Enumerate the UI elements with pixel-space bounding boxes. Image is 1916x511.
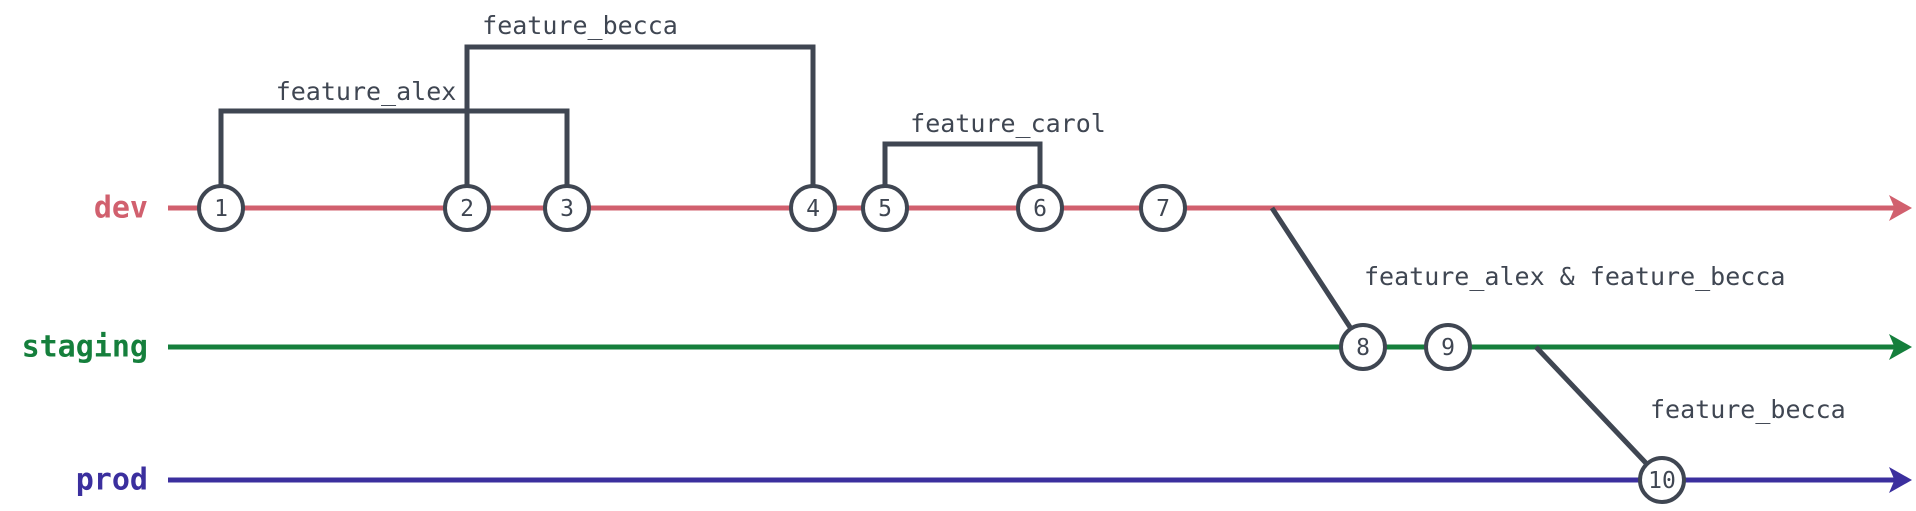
- feature-label-becca: feature_becca: [482, 11, 678, 40]
- feature-label-alex: feature_alex: [276, 77, 457, 106]
- merge-lines-group: [1269, 206, 1664, 482]
- commit-circle-7[interactable]: [1139, 184, 1187, 232]
- commit-node-1[interactable]: 1: [197, 184, 245, 232]
- commit-node-5[interactable]: 5: [861, 184, 909, 232]
- commit-number-10: 10: [1648, 468, 1676, 494]
- commit-node-3[interactable]: 3: [543, 184, 591, 232]
- commit-circle-5[interactable]: [861, 184, 909, 232]
- commit-number-4: 4: [806, 196, 820, 222]
- commit-circle-2[interactable]: [443, 184, 491, 232]
- branch-labels-group: dev staging prod: [22, 191, 148, 498]
- commit-number-1: 1: [214, 196, 228, 222]
- feature-labels-group: feature_alex feature_becca feature_carol: [276, 11, 1106, 138]
- branch-lines-group: [168, 195, 1912, 493]
- branch-label-prod: prod: [76, 463, 148, 498]
- commit-nodes-group: 1 2 3 4 5 6: [197, 184, 1686, 504]
- merge-label-dev-to-staging: feature_alex & feature_becca: [1364, 262, 1785, 291]
- commit-number-6: 6: [1033, 196, 1047, 222]
- commit-node-7[interactable]: 7: [1139, 184, 1187, 232]
- commit-circle-4[interactable]: [789, 184, 837, 232]
- commit-number-8: 8: [1356, 335, 1370, 361]
- merge-labels-group: feature_alex & feature_becca feature_bec…: [1364, 262, 1846, 424]
- commit-node-10[interactable]: 10: [1638, 456, 1686, 504]
- merge-line-staging-to-prod: [1534, 345, 1664, 482]
- commit-number-9: 9: [1441, 335, 1455, 361]
- commit-circle-1[interactable]: [197, 184, 245, 232]
- feature-label-carol: feature_carol: [910, 109, 1106, 138]
- merge-label-staging-to-prod: feature_becca: [1650, 395, 1846, 424]
- commit-node-9[interactable]: 9: [1424, 323, 1472, 371]
- commit-circle-8[interactable]: [1339, 323, 1387, 371]
- branch-label-staging: staging: [22, 330, 148, 365]
- commit-number-5: 5: [878, 196, 892, 222]
- commit-circle-3[interactable]: [543, 184, 591, 232]
- commit-node-8[interactable]: 8: [1339, 323, 1387, 371]
- commit-number-3: 3: [560, 196, 574, 222]
- commit-circle-10[interactable]: [1638, 456, 1686, 504]
- feature-brackets-group: [218, 44, 1043, 208]
- commit-number-2: 2: [460, 196, 474, 222]
- commit-circle-9[interactable]: [1424, 323, 1472, 371]
- bracket-feature-becca: [464, 44, 816, 208]
- bracket-feature-alex: [218, 108, 570, 208]
- branch-label-dev: dev: [94, 191, 148, 226]
- commit-circle-6[interactable]: [1016, 184, 1064, 232]
- commit-number-7: 7: [1156, 196, 1170, 222]
- commit-node-2[interactable]: 2: [443, 184, 491, 232]
- commit-node-6[interactable]: 6: [1016, 184, 1064, 232]
- bracket-feature-carol: [882, 141, 1043, 208]
- merge-line-dev-to-staging: [1269, 206, 1366, 349]
- commit-node-4[interactable]: 4: [789, 184, 837, 232]
